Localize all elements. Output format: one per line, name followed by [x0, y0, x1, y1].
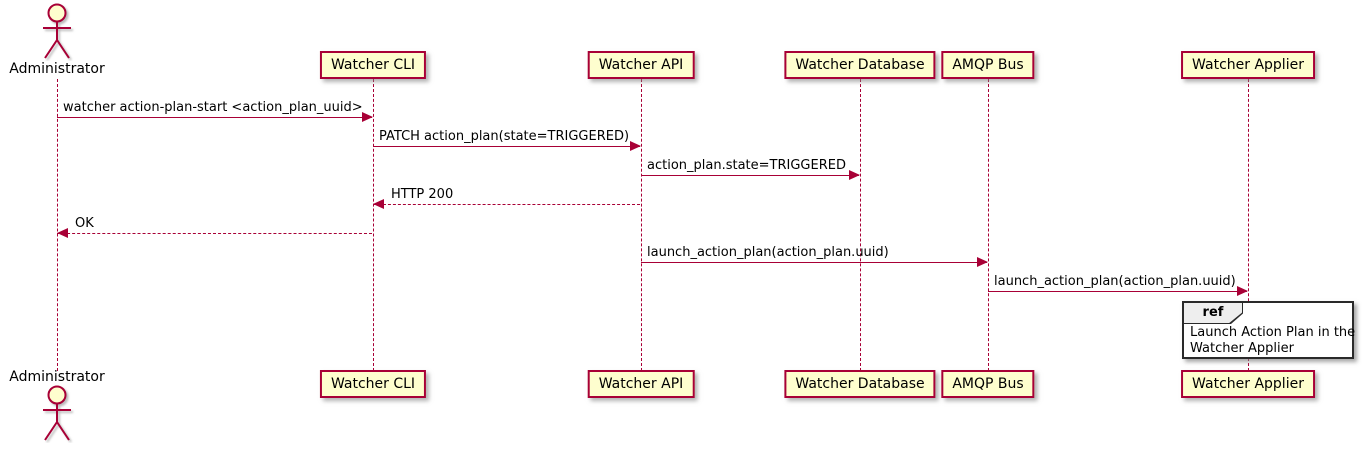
message-line-4 [373, 204, 640, 205]
message-label-5: OK [75, 216, 94, 231]
participant-top-watcher-cli: Watcher CLI [319, 51, 427, 79]
message-line-6 [641, 262, 987, 263]
actor-label-top-administrator: Administrator [9, 61, 105, 77]
message-label-4: HTTP 200 [391, 187, 454, 202]
message-label-3: action_plan.state=TRIGGERED [647, 158, 846, 173]
participant-bottom-watcher-applier: Watcher Applier [1181, 370, 1315, 398]
arrowhead-icon [977, 257, 988, 267]
participant-bottom-watcher-api: Watcher API [587, 370, 695, 398]
person-icon [43, 3, 71, 59]
actor-label-bottom-administrator: Administrator [9, 369, 105, 385]
message-line-5 [57, 233, 372, 234]
lifeline-watcher-api [641, 79, 642, 371]
lifeline-administrator [57, 79, 58, 371]
participant-top-amqp-bus: AMQP Bus [941, 51, 1035, 79]
participant-bottom-amqp-bus: AMQP Bus [941, 370, 1035, 398]
message-label-2: PATCH action_plan(state=TRIGGERED) [379, 129, 630, 144]
arrowhead-icon [362, 112, 373, 122]
arrowhead-icon [849, 170, 860, 180]
message-line-1 [57, 117, 372, 118]
participant-bottom-watcher-database: Watcher Database [784, 370, 936, 398]
message-label-1: watcher action-plan-start <action_plan_u… [63, 100, 363, 115]
arrowhead-icon [1237, 286, 1248, 296]
message-line-3 [641, 175, 859, 176]
message-line-2 [373, 146, 640, 147]
ref-text-line-1: Launch Action Plan in the [1190, 325, 1356, 340]
message-line-7 [988, 291, 1247, 292]
person-icon [43, 385, 71, 441]
participant-top-watcher-api: Watcher API [587, 51, 695, 79]
participant-bottom-watcher-cli: Watcher CLI [319, 370, 427, 398]
actor-figure-bottom-administrator [37, 385, 77, 443]
ref-keyword: ref [1184, 303, 1242, 323]
participant-top-watcher-applier: Watcher Applier [1181, 51, 1315, 79]
arrowhead-icon [57, 228, 68, 238]
actor-figure-top-administrator [37, 3, 77, 61]
participant-top-watcher-database: Watcher Database [784, 51, 936, 79]
lifeline-watcher-database [860, 79, 861, 371]
ref-text-line-2: Watcher Applier [1190, 341, 1294, 356]
message-label-7: launch_action_plan(action_plan.uuid) [994, 274, 1236, 289]
lifeline-watcher-applier [1248, 79, 1249, 371]
lifeline-amqp-bus [988, 79, 989, 371]
message-label-6: launch_action_plan(action_plan.uuid) [647, 245, 889, 260]
arrowhead-icon [373, 199, 384, 209]
lifeline-watcher-cli [373, 79, 374, 371]
arrowhead-icon [630, 141, 641, 151]
